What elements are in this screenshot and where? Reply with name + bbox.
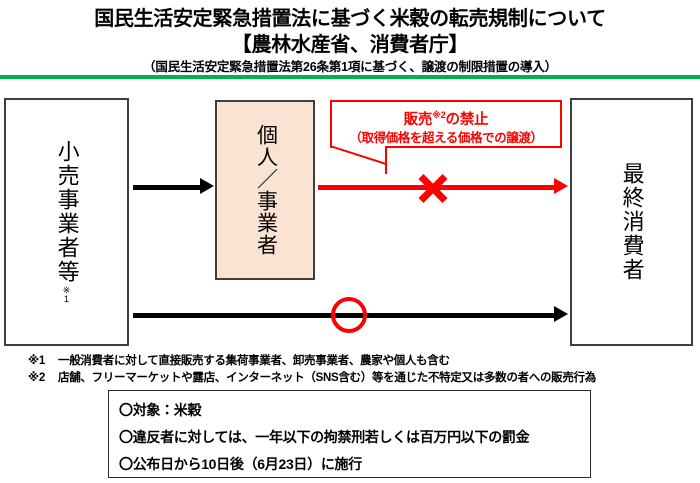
callout-detail: （取得価格を超える価格での譲渡） — [349, 130, 543, 145]
arrowhead-retailer-to-individual — [200, 178, 214, 194]
footnote-1-mark: ※1 — [28, 355, 45, 367]
arrow-retailer-to-individual — [133, 185, 201, 190]
allowed-circle-icon — [331, 297, 367, 333]
footnote-2-mark: ※2 — [28, 372, 45, 384]
flow-box-retailer: 小売事業者等 ※ 1 — [4, 98, 129, 346]
footnote-1-text: 一般消費者に対して直接販売する集荷事業者、卸売事業者、農家や個人も含む — [58, 355, 450, 367]
footnote-row-1: ※1 一般消費者に対して直接販売する集荷事業者、卸売事業者、農家や個人も含む — [28, 353, 688, 370]
flow-box-final-consumer: 最終消費者 — [570, 98, 693, 346]
final-consumer-label: 最終消費者 — [619, 162, 645, 282]
summary-item-penalty: 〇違反者に対しては、一年以下の拘禁刑若しくは百万円以下の罰金 — [119, 429, 530, 445]
footnotes-block: ※1 一般消費者に対して直接販売する集荷事業者、卸売事業者、農家や個人も含む ※2… — [28, 353, 688, 387]
callout-heading: 販売※2の禁止 — [332, 105, 560, 130]
prohibition-callout: 販売※2の禁止 （取得価格を超える価格での譲渡） — [330, 100, 562, 148]
header-divider-rule — [0, 75, 700, 79]
callout-heading-before: 販売 — [403, 111, 433, 128]
callout-tail — [330, 146, 387, 174]
page-subtitle: （国民生活安定緊急措置法第26条第1項に基づく、譲渡の制限措置の導入） — [143, 60, 557, 74]
arrowhead-retailer-to-consumer — [554, 306, 568, 322]
retailer-footnote-marker: ※ 1 — [62, 284, 71, 305]
prohibited-x-icon — [416, 171, 450, 205]
retailer-label-group: 小売事業者等 ※ 1 — [52, 140, 80, 305]
footnote-2-text: 店舗、フリーマーケットや露店、インターネット（SNS含む）等を通じた不特定又は多… — [58, 372, 596, 384]
individual-label: 個人／事業者 — [254, 124, 278, 256]
page-title-line1: 国民生活安定緊急措置法に基づく米穀の転売規制について — [94, 8, 606, 30]
flow-box-individual: 個人／事業者 — [215, 100, 315, 280]
retailer-label: 小売事業者等 — [54, 139, 80, 284]
summary-item-effective-date: 〇公布日から10日後（6月23日）に施行 — [119, 456, 362, 472]
retailer-footnote-symbol: ※ — [62, 284, 71, 295]
page-header: 国民生活安定緊急措置法に基づく米穀の転売規制について 【農林水産省、消費者庁】 … — [0, 0, 700, 76]
callout-heading-after: の禁止 — [445, 111, 489, 128]
summary-box: 〇対象：米穀 〇違反者に対しては、一年以下の拘禁刑若しくは百万円以下の罰金 〇公… — [108, 390, 591, 478]
arrowhead-individual-to-consumer — [554, 178, 568, 194]
summary-item-target: 〇対象：米穀 — [119, 402, 202, 418]
retailer-footnote-number: 1 — [63, 294, 69, 304]
page-title-line2: 【農林水産省、消費者庁】 — [231, 34, 469, 56]
callout-footnote-marker: ※2 — [432, 110, 446, 120]
footnote-row-2: ※2 店舗、フリーマーケットや露店、インターネット（SNS含む）等を通じた不特定又… — [28, 370, 688, 387]
